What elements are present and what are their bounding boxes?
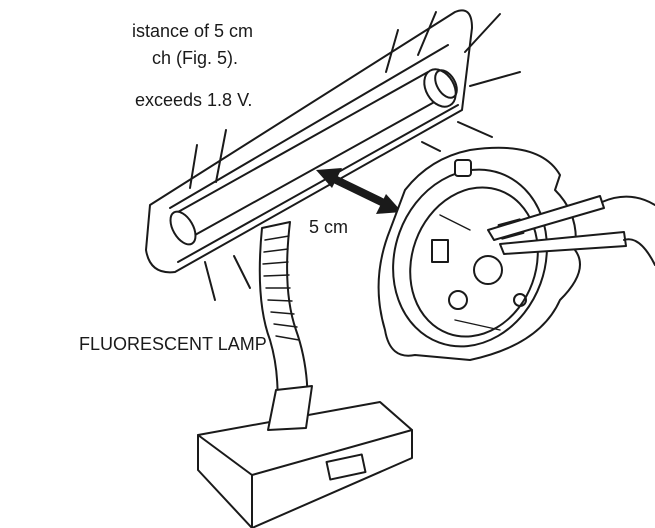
- fluorescent-lamp-label: FLUORESCENT LAMP: [79, 334, 267, 354]
- instruction-line-2: istance of 5 cm: [132, 21, 254, 41]
- distance-label: 5 cm: [306, 216, 352, 238]
- instruction-line-4: exceeds 1.8 V.: [135, 90, 253, 110]
- distance-arrow: [316, 168, 402, 214]
- light-rays: [189, 11, 521, 301]
- tester-probes: [487, 195, 655, 266]
- instruction-line-3: ch (Fig. 5).: [152, 48, 239, 68]
- lamp-base: [197, 385, 413, 528]
- lamp-head: [145, 9, 473, 274]
- watch-movement: [377, 146, 581, 361]
